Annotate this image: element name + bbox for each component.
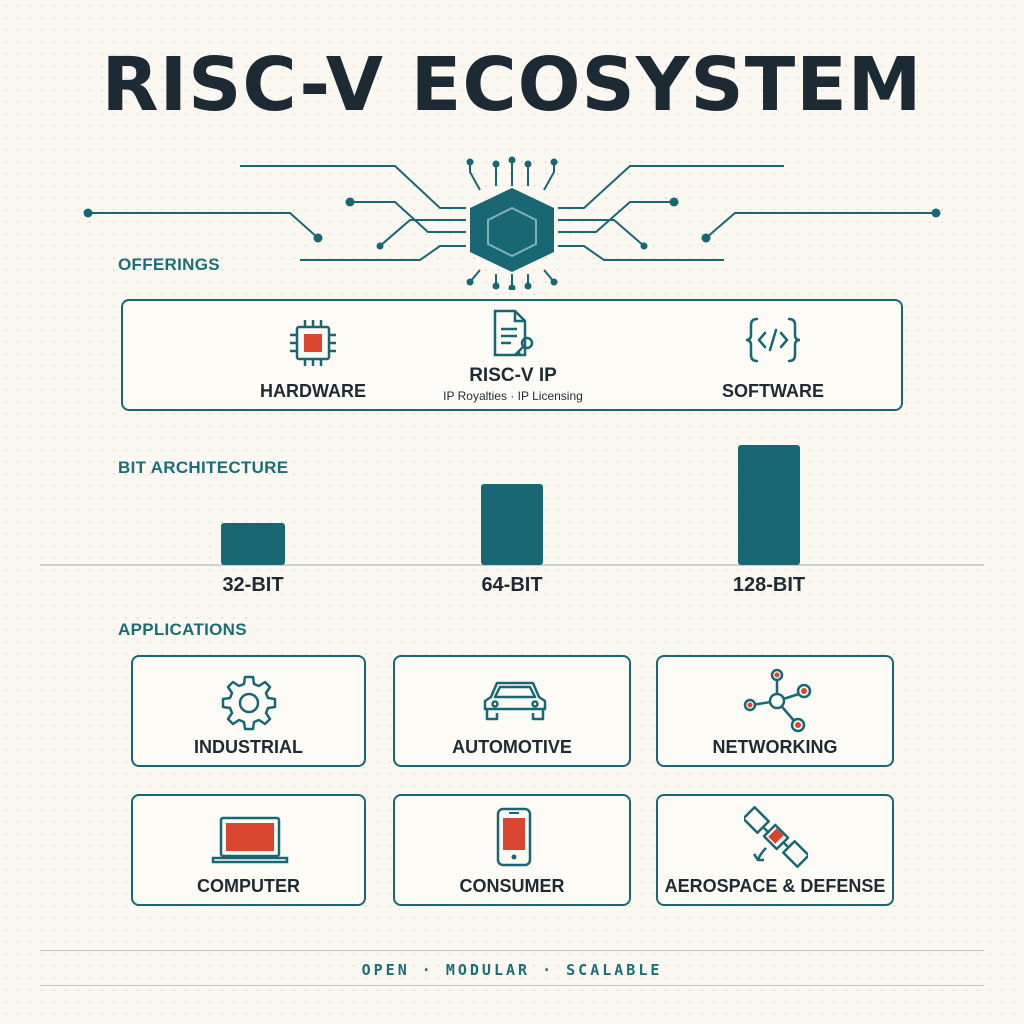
- page-title: RISC-V ECOSYSTEM: [101, 42, 923, 128]
- bar-label-32-bit: 32-BIT: [222, 574, 284, 596]
- app-label-computer: COMPUTER: [197, 876, 300, 896]
- app-label-industrial: INDUSTRIAL: [194, 737, 303, 757]
- bit-architecture-chart: [40, 445, 984, 566]
- offering-risc-v-ip: RISC-V IP IP Royalties · IP Licensing: [413, 301, 613, 409]
- app-label-automotive: AUTOMOTIVE: [452, 737, 572, 757]
- app-card-networking: NETWORKING: [656, 655, 894, 767]
- document-key-icon: [493, 309, 534, 357]
- code-icon: [745, 317, 801, 363]
- footer-divider-bottom: [40, 985, 984, 986]
- bar-64-bit: [481, 484, 543, 565]
- footer-tagline: OPEN · MODULAR · SCALABLE: [361, 961, 663, 979]
- app-card-consumer: CONSUMER: [393, 794, 631, 906]
- app-card-computer: COMPUTER: [131, 794, 366, 906]
- footer-divider-top: [40, 950, 984, 951]
- offering-risc-v-ip-subtitle: IP Royalties · IP Licensing: [443, 389, 583, 403]
- offerings-panel: HARDWARE RISC-V IP IP Royalties · IP Lic…: [121, 299, 903, 411]
- circuit-hub-graphic: [83, 156, 941, 290]
- gear-icon: [221, 675, 277, 731]
- network-nodes-icon: [743, 668, 812, 733]
- app-card-automotive: AUTOMOTIVE: [393, 655, 631, 767]
- offering-hardware: HARDWARE: [213, 301, 413, 409]
- bar-label-128-bit: 128-BIT: [732, 574, 806, 596]
- app-label-networking: NETWORKING: [712, 737, 838, 757]
- offering-software: SOFTWARE: [673, 301, 873, 409]
- offering-risc-v-ip-label: RISC-V IP: [469, 365, 557, 386]
- car-icon: [483, 681, 547, 721]
- app-label-aerospace-defense: AEROSPACE & DEFENSE: [664, 876, 886, 896]
- bar-128-bit: [738, 445, 800, 565]
- offering-hardware-label: HARDWARE: [260, 381, 366, 401]
- satellite-icon: [744, 806, 808, 868]
- bar-label-64-bit: 64-BIT: [481, 574, 543, 596]
- bar-32-bit: [221, 523, 285, 565]
- app-card-industrial: INDUSTRIAL: [131, 655, 366, 767]
- smartphone-icon: [496, 807, 532, 867]
- offering-software-label: SOFTWARE: [722, 381, 824, 401]
- bit-architecture-section-label: BIT ARCHITECTURE: [118, 458, 289, 477]
- chip-icon: [290, 320, 336, 366]
- laptop-icon: [211, 816, 289, 864]
- offerings-section-label: OFFERINGS: [118, 255, 220, 274]
- app-label-consumer: CONSUMER: [459, 876, 565, 896]
- app-card-aerospace-defense: AEROSPACE & DEFENSE: [656, 794, 894, 906]
- applications-section-label: APPLICATIONS: [118, 620, 247, 639]
